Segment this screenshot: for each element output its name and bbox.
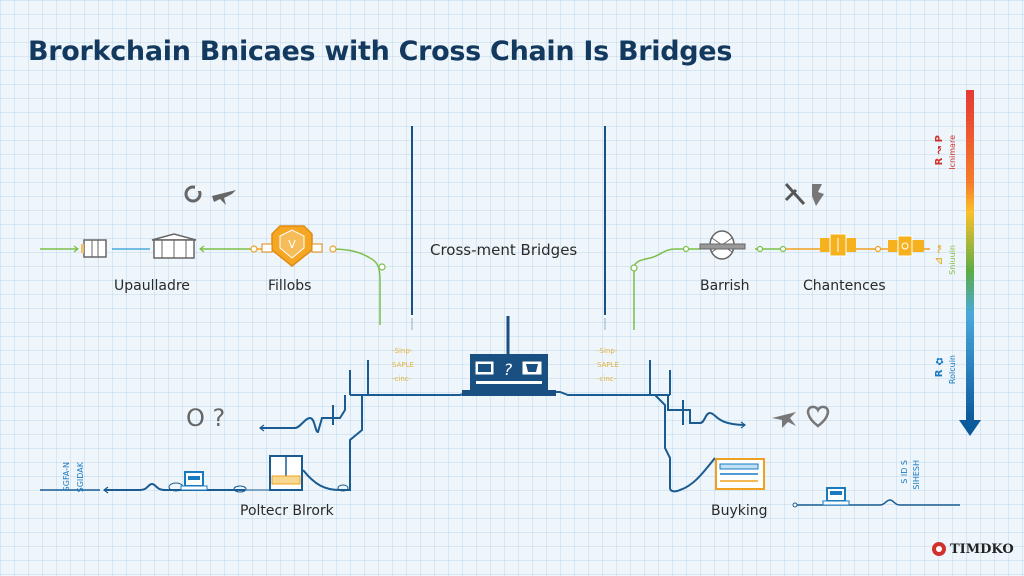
page-title: Brorkchain Bnicaes with Cross Chain Is B… bbox=[28, 36, 733, 67]
printer-icon-right bbox=[822, 487, 850, 506]
note-left-3: -cinc- bbox=[392, 375, 412, 383]
scale-bar bbox=[959, 90, 981, 436]
block-icon-1 bbox=[820, 233, 856, 257]
device-question-symbol: ? bbox=[504, 360, 513, 379]
node-label-fillobs: Fillobs bbox=[268, 278, 312, 294]
note-right-2: SAPLE bbox=[597, 361, 619, 369]
heart-icon bbox=[806, 405, 830, 428]
right-lower-flow bbox=[654, 394, 960, 508]
side-text-left-1: SGFA-N bbox=[62, 462, 71, 492]
scale-sublabel-blue: Rolcuin bbox=[948, 355, 957, 385]
logo-text: TIMDKO bbox=[950, 541, 1014, 557]
side-text-right-1: S ID S bbox=[900, 460, 909, 484]
svg-text:V: V bbox=[288, 238, 296, 251]
scale-sublabel-green: Sniuuin bbox=[948, 245, 957, 275]
left-lower-flow bbox=[40, 395, 363, 494]
node-label-upaulladre: Upaulladre bbox=[114, 278, 190, 294]
brand-logo: TIMDKO bbox=[930, 540, 1014, 558]
arrow-down-icon bbox=[959, 420, 981, 436]
note-left-2: SAPLE bbox=[392, 361, 414, 369]
airplane-icon-right bbox=[772, 412, 796, 428]
refresh-icon bbox=[184, 185, 202, 203]
gear-logo-icon bbox=[932, 542, 946, 556]
side-text-left-2: SGIDAK bbox=[76, 462, 85, 493]
note-right-3: -cinc- bbox=[597, 375, 617, 383]
hammer-icon bbox=[784, 182, 806, 206]
left-upper-flow bbox=[40, 245, 386, 325]
shield-icon: V bbox=[261, 225, 323, 267]
side-text-right-2: SIHESH bbox=[912, 460, 921, 490]
cabinet-icon-left bbox=[269, 455, 303, 491]
printer-icon-left bbox=[180, 471, 208, 491]
right-upper-flow bbox=[630, 245, 930, 330]
gate-icon-1 bbox=[81, 239, 107, 258]
center-device: ? bbox=[462, 316, 556, 396]
scale-label-yellow: ⊿ ↝ bbox=[934, 245, 945, 266]
node-label-poltecr-blrork: Poltecr Blrork bbox=[240, 503, 334, 519]
node-label-chantences: Chantences bbox=[803, 278, 886, 294]
node-label-buyking: Buyking bbox=[711, 503, 768, 519]
scale-label-blue: R ✿ bbox=[934, 355, 945, 378]
coin-bridge-icon bbox=[699, 230, 746, 260]
airplane-icon bbox=[212, 190, 236, 205]
note-right-1: -Sinp- bbox=[597, 347, 618, 355]
block-icon-2 bbox=[888, 235, 924, 257]
scale-sublabel-red: Icnimare bbox=[948, 135, 957, 170]
circle-symbol: O bbox=[186, 404, 205, 432]
node-label-barrish: Barrish bbox=[700, 278, 750, 294]
document-icon-right bbox=[715, 458, 765, 490]
center-label: Cross-ment Bridges bbox=[430, 241, 578, 259]
note-left-1: -Sinp- bbox=[392, 347, 413, 355]
gate-icon-2 bbox=[151, 233, 197, 259]
tool-icon bbox=[812, 184, 824, 206]
scale-label-red: R ↝ P bbox=[934, 135, 945, 166]
question-symbol: ? bbox=[212, 404, 226, 432]
